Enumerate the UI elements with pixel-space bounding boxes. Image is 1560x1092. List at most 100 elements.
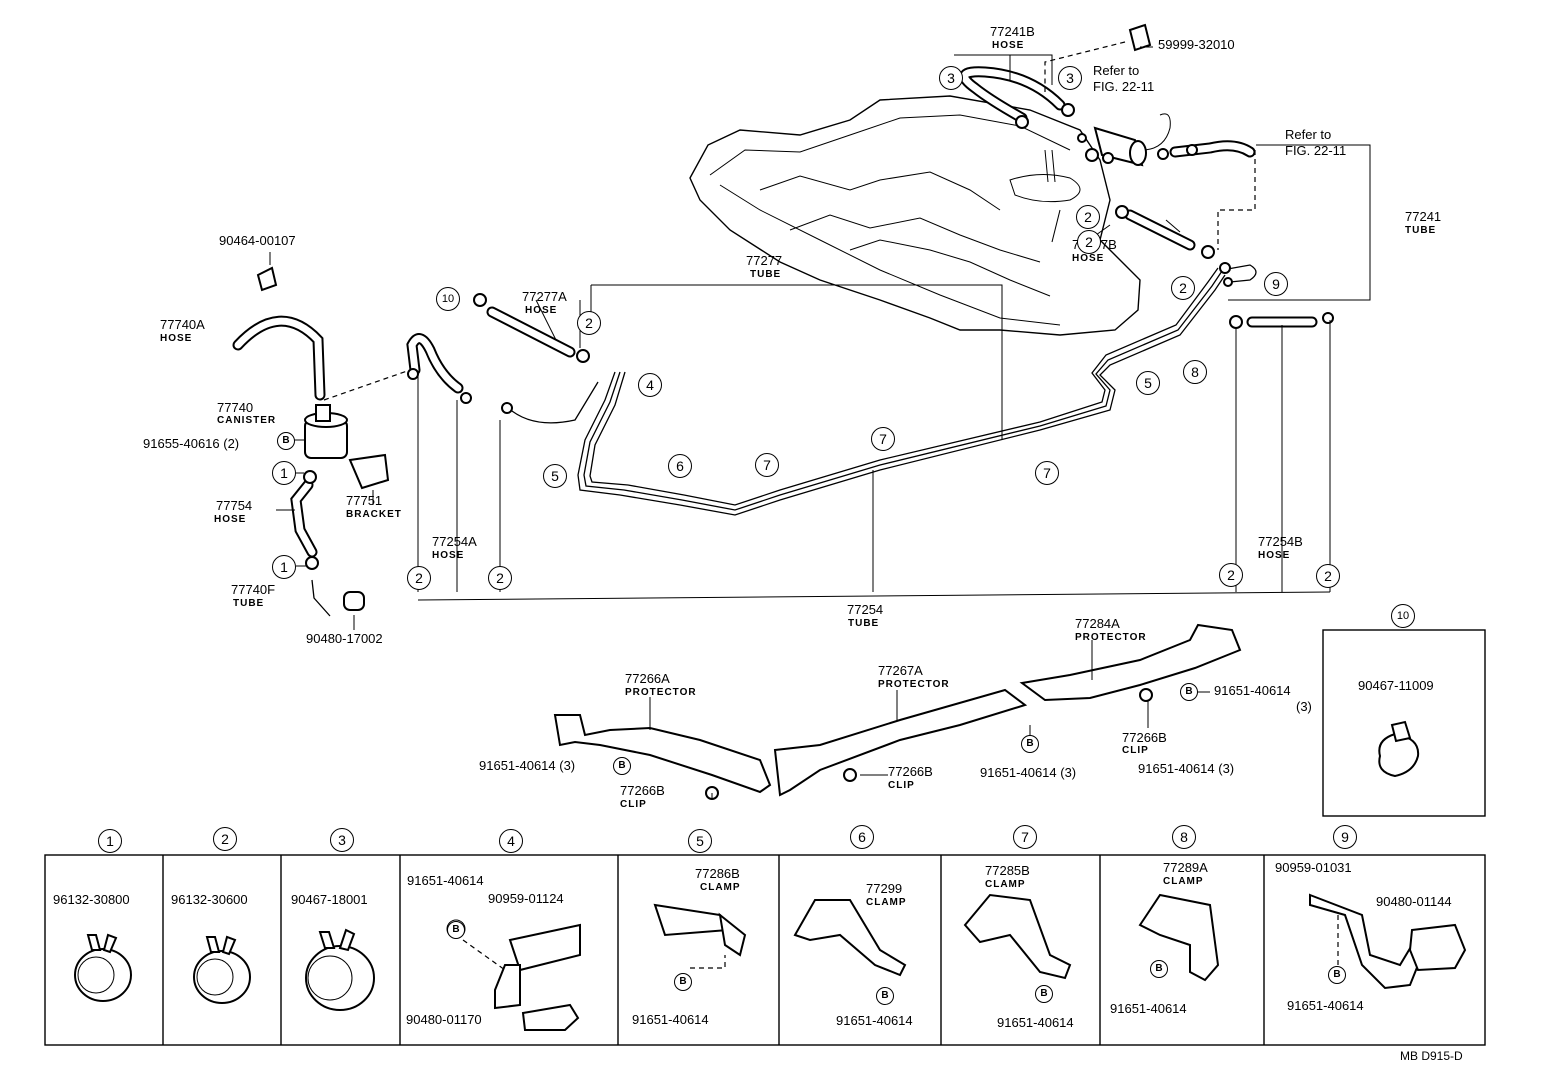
callout-7: 7 — [1035, 461, 1059, 485]
clamp-icon-2 — [193, 935, 251, 1004]
legend-callout-5: 5 — [688, 829, 712, 853]
callout-8: 8 — [1183, 360, 1207, 384]
clamp-icon-8 — [1138, 893, 1220, 982]
clamp-90467-11009 — [1378, 720, 1420, 778]
legend-8-kind: CLAMP — [1163, 876, 1204, 887]
callout-1: 1 — [272, 461, 296, 485]
label-77266a: 77266A — [625, 671, 670, 686]
label-77277: 77277 — [746, 253, 783, 268]
bolt-symbol: B — [1150, 960, 1168, 978]
kind-77740f: TUBE — [233, 598, 265, 609]
legend-callout-4: 4 — [499, 829, 523, 853]
label-77740: 77740 — [217, 400, 254, 415]
kind-77740: CANISTER — [217, 415, 277, 426]
figure-code: MB D915-D — [1400, 1049, 1463, 1063]
legend-7-kind: CLAMP — [985, 879, 1026, 890]
legend-5-bolt: 91651-40614 — [632, 1012, 709, 1027]
label-refer1b: FIG. 22-11 — [1093, 79, 1155, 94]
label-77754: 77754 — [216, 498, 253, 513]
tube-bundle — [577, 267, 1226, 516]
label-59999: 59999-32010 — [1158, 37, 1235, 52]
fuel-tank — [689, 95, 1141, 336]
legend-7-part: 77285B — [985, 863, 1030, 878]
label-91651-m: 91651-40614 (3) — [980, 765, 1077, 780]
label-77277a: 77277A — [522, 289, 567, 304]
legend-callout-9: 9 — [1333, 825, 1357, 849]
clamp-icon-6 — [793, 899, 907, 977]
label-91651-m2: 91651-40614 (3) — [1138, 761, 1235, 776]
callout-7: 7 — [871, 427, 895, 451]
kind-77254a: HOSE — [432, 550, 465, 561]
leader-lines — [269, 46, 1371, 798]
label-90467-11009: 90467-11009 — [1358, 678, 1434, 693]
callout-2: 2 — [577, 311, 601, 335]
kind-77266b-3: CLIP — [888, 780, 915, 791]
kind-77266b-1: CLIP — [1122, 745, 1149, 756]
label-77254a: 77254A — [432, 534, 477, 549]
clamp-icon-5 — [653, 903, 747, 969]
legend-5-kind: CLAMP — [700, 882, 741, 893]
legend-callout-6: 6 — [850, 825, 874, 849]
legend-table — [44, 854, 1486, 1046]
callout-2: 2 — [1219, 563, 1243, 587]
fuel-filter-assembly — [1077, 113, 1256, 167]
kind-77284a: PROTECTOR — [1075, 632, 1147, 643]
legend-6-kind: CLAMP — [866, 897, 907, 908]
kind-77254b: HOSE — [1258, 550, 1291, 561]
clamp-icon-3 — [305, 928, 375, 1011]
bolt-symbol: B — [277, 432, 295, 450]
kind-77277a: HOSE — [525, 305, 558, 316]
label-91651-r: 91651-40614 — [1214, 683, 1291, 698]
kind-77266b-2: CLIP — [620, 799, 647, 810]
label-77751: 77751 — [346, 493, 383, 508]
label-refer2b: FIG. 22-11 — [1285, 143, 1347, 158]
kind-77241b: HOSE — [992, 40, 1025, 51]
bracket-59999 — [1128, 23, 1152, 52]
bolt-symbol: B — [1328, 966, 1346, 984]
legend-9-part-b: 90480-01144 — [1376, 894, 1452, 909]
clamp-icon-9 — [1309, 893, 1467, 990]
callout-6: 6 — [668, 454, 692, 478]
label-77254b: 77254B — [1258, 534, 1303, 549]
legend-callout-2: 2 — [213, 827, 237, 851]
legend-callout-1: 1 — [98, 829, 122, 853]
label-77740a: 77740A — [160, 317, 205, 332]
kind-77266a: PROTECTOR — [625, 687, 697, 698]
kind-77241: TUBE — [1405, 225, 1437, 236]
callout-10: 10 — [1391, 604, 1415, 628]
label-77267a: 77267A — [878, 663, 923, 678]
legend-callout-7: 7 — [1013, 825, 1037, 849]
canister-group — [232, 266, 411, 617]
callout-5: 5 — [543, 464, 567, 488]
callout-2: 2 — [1076, 205, 1100, 229]
clamp-icon-1 — [74, 933, 132, 1002]
legend-9-bolt: 91651-40614 — [1287, 998, 1364, 1013]
legend-5-part: 77286B — [695, 866, 740, 881]
bolt-symbol: B — [1180, 683, 1198, 701]
legend-1-part: 96132-30800 — [53, 892, 130, 907]
clamp-icon-4 — [446, 919, 581, 1031]
kind-77277b: HOSE — [1072, 253, 1105, 264]
legend-3-part: 90467-18001 — [291, 892, 368, 907]
label-77254: 77254 — [847, 602, 884, 617]
label-77241b: 77241B — [990, 24, 1035, 39]
callout-4: 4 — [638, 373, 662, 397]
legend-6-bolt: 91651-40614 — [836, 1013, 913, 1028]
kind-77267a: PROTECTOR — [878, 679, 950, 690]
bolt-symbol: B — [613, 757, 631, 775]
bolt-symbol: B — [447, 921, 465, 939]
callout-9: 9 — [1264, 272, 1288, 296]
detail-box-10 — [1322, 629, 1486, 817]
label-91651-l: 91651-40614 (3) — [479, 758, 576, 773]
protectors — [553, 623, 1242, 797]
legend-2-part: 96132-30600 — [171, 892, 248, 907]
kind-77740a: HOSE — [160, 333, 193, 344]
bolt-symbol: B — [674, 973, 692, 991]
legend-9-part-a: 90959-01031 — [1275, 860, 1352, 875]
legend-7-bolt: 91651-40614 — [997, 1015, 1074, 1030]
legend-4-part-c: 90480-01170 — [406, 1012, 482, 1027]
legend-4-part-b: 90959-01124 — [488, 891, 564, 906]
callout-2: 2 — [407, 566, 431, 590]
